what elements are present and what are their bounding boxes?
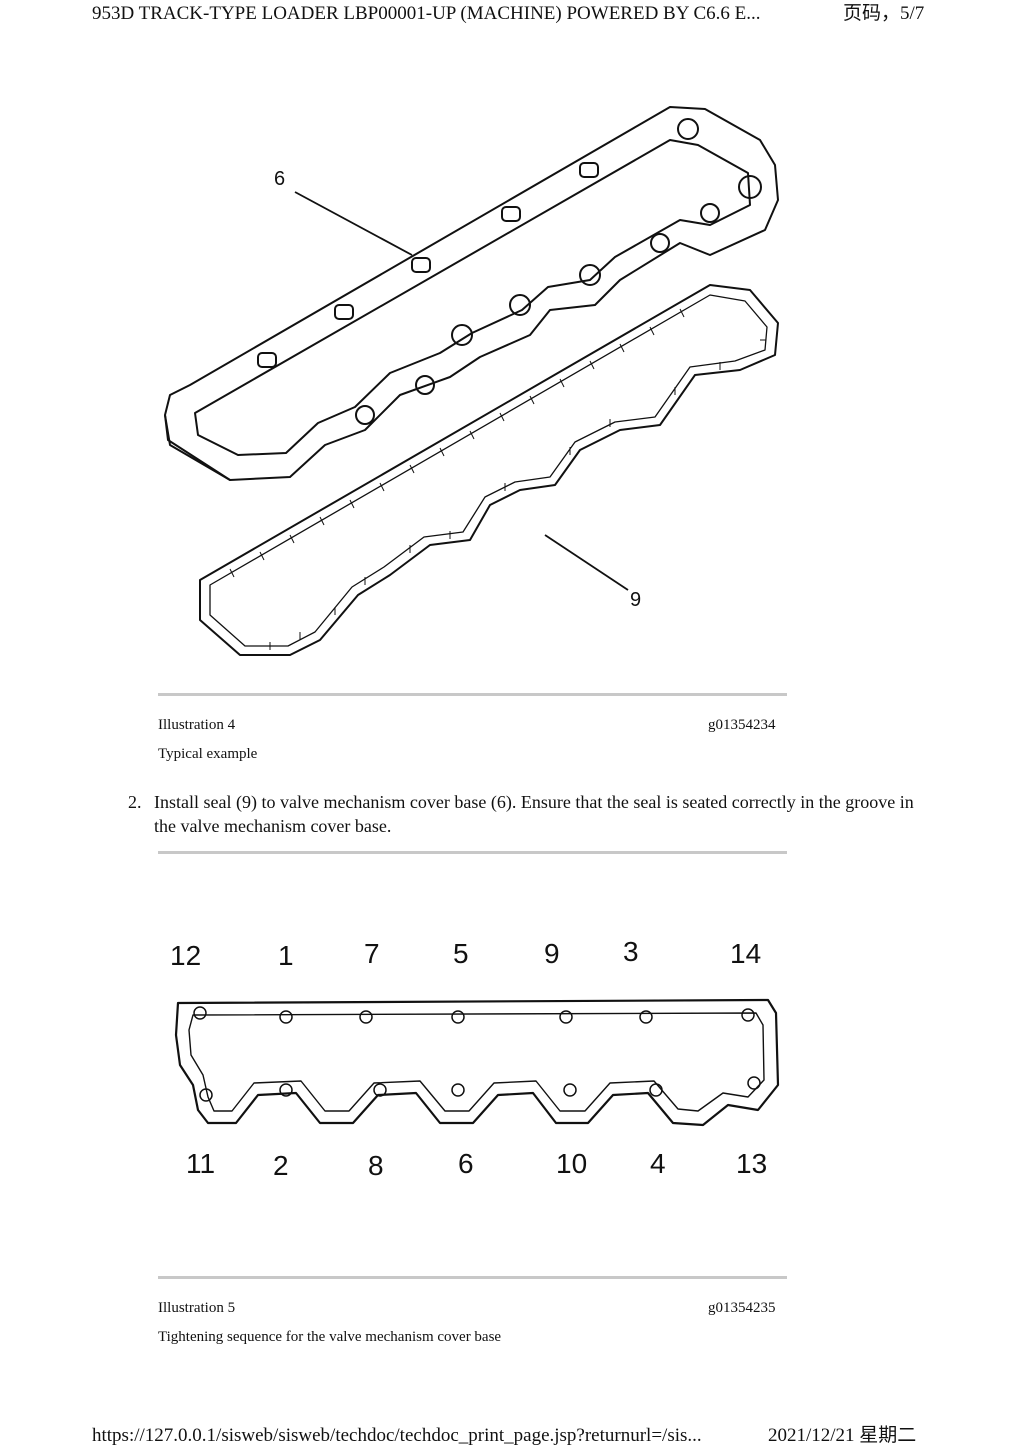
sequence-top-12: 12 — [170, 940, 201, 971]
figure-5-divider — [158, 1276, 787, 1279]
illustration-4-label: Illustration 4 — [158, 717, 236, 733]
figure-5-top-divider — [158, 851, 787, 854]
figure-4-divider — [158, 693, 787, 696]
sequence-bottom-8: 8 — [368, 1150, 384, 1181]
sequence-bottom-11: 11 — [186, 1148, 215, 1179]
document-title: 953D TRACK-TYPE LOADER LBP00001-UP (MACH… — [92, 3, 761, 24]
page-url: https://127.0.0.1/sisweb/sisweb/techdoc/… — [92, 1425, 702, 1446]
step-text: Install seal (9) to valve mechanism cove… — [154, 792, 914, 836]
print-date: 2021/12/21 星期二 — [768, 1425, 917, 1446]
sequence-bottom-10: 10 — [556, 1148, 587, 1179]
sequence-top-5: 5 — [453, 938, 469, 969]
sequence-top-14: 14 — [730, 938, 761, 969]
sequence-top-1: 1 — [278, 940, 294, 971]
illustration-4-caption: Typical example — [158, 746, 258, 762]
page-footer: https://127.0.0.1/sisweb/sisweb/techdoc/… — [92, 1424, 952, 1448]
illustration-4-image: 6 9 — [164, 106, 779, 656]
illustration-5-image: 12 1 7 5 9 3 14 11 2 8 6 10 4 13 — [170, 936, 780, 1181]
step-number: 2. — [128, 792, 142, 812]
sequence-bottom-2: 2 — [273, 1150, 289, 1181]
sequence-bottom-4: 4 — [650, 1148, 666, 1179]
sequence-top-7: 7 — [364, 938, 380, 969]
illustration-4-graphic-id: g01354234 — [708, 717, 776, 733]
page-number: 页码，5/7 — [843, 3, 925, 24]
sequence-bottom-13: 13 — [736, 1148, 767, 1179]
illustration-5-label: Illustration 5 — [158, 1300, 236, 1316]
callout-6: 6 — [274, 168, 285, 190]
sequence-top-9: 9 — [544, 938, 560, 969]
sequence-bottom-6: 6 — [458, 1148, 474, 1179]
illustration-5-graphic-id: g01354235 — [708, 1300, 776, 1316]
illustration-5-caption: Tightening sequence for the valve mechan… — [158, 1329, 502, 1345]
page-header: 953D TRACK-TYPE LOADER LBP00001-UP (MACH… — [92, 2, 952, 26]
callout-9: 9 — [630, 589, 641, 611]
sequence-top-3: 3 — [623, 936, 639, 967]
